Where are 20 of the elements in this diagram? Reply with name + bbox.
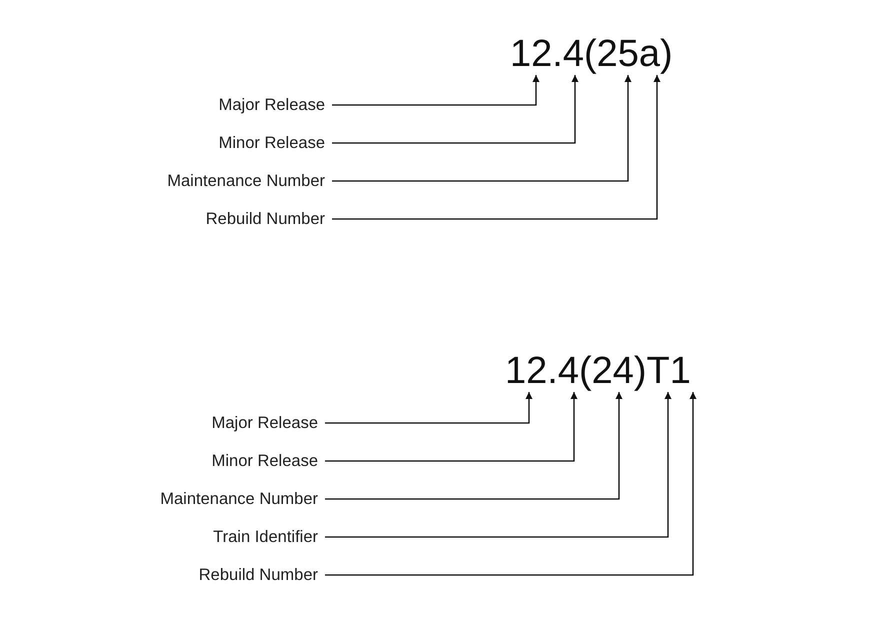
part-label: Rebuild Number <box>198 565 318 585</box>
part-label: Train Identifier <box>213 527 318 547</box>
leader-arrow <box>325 392 578 462</box>
part-label: Rebuild Number <box>206 209 325 229</box>
part-label: Major Release <box>212 413 318 433</box>
version-number: 12.4(24)T1 <box>505 352 691 390</box>
leader-arrow <box>325 392 672 538</box>
version-number: 12.4(25a) <box>510 35 673 73</box>
part-label: Minor Release <box>212 451 318 471</box>
part-label: Major Release <box>218 95 325 115</box>
part-label: Maintenance Number <box>167 171 325 191</box>
leader-arrow <box>332 75 540 106</box>
leader-arrow <box>332 75 660 220</box>
leader-arrow <box>332 75 578 144</box>
part-label: Maintenance Number <box>160 489 318 509</box>
leader-arrow <box>325 392 696 576</box>
part-label: Minor Release <box>218 133 325 153</box>
leader-arrow <box>325 392 532 424</box>
leader-arrow <box>332 75 632 182</box>
leader-arrow <box>325 392 622 500</box>
